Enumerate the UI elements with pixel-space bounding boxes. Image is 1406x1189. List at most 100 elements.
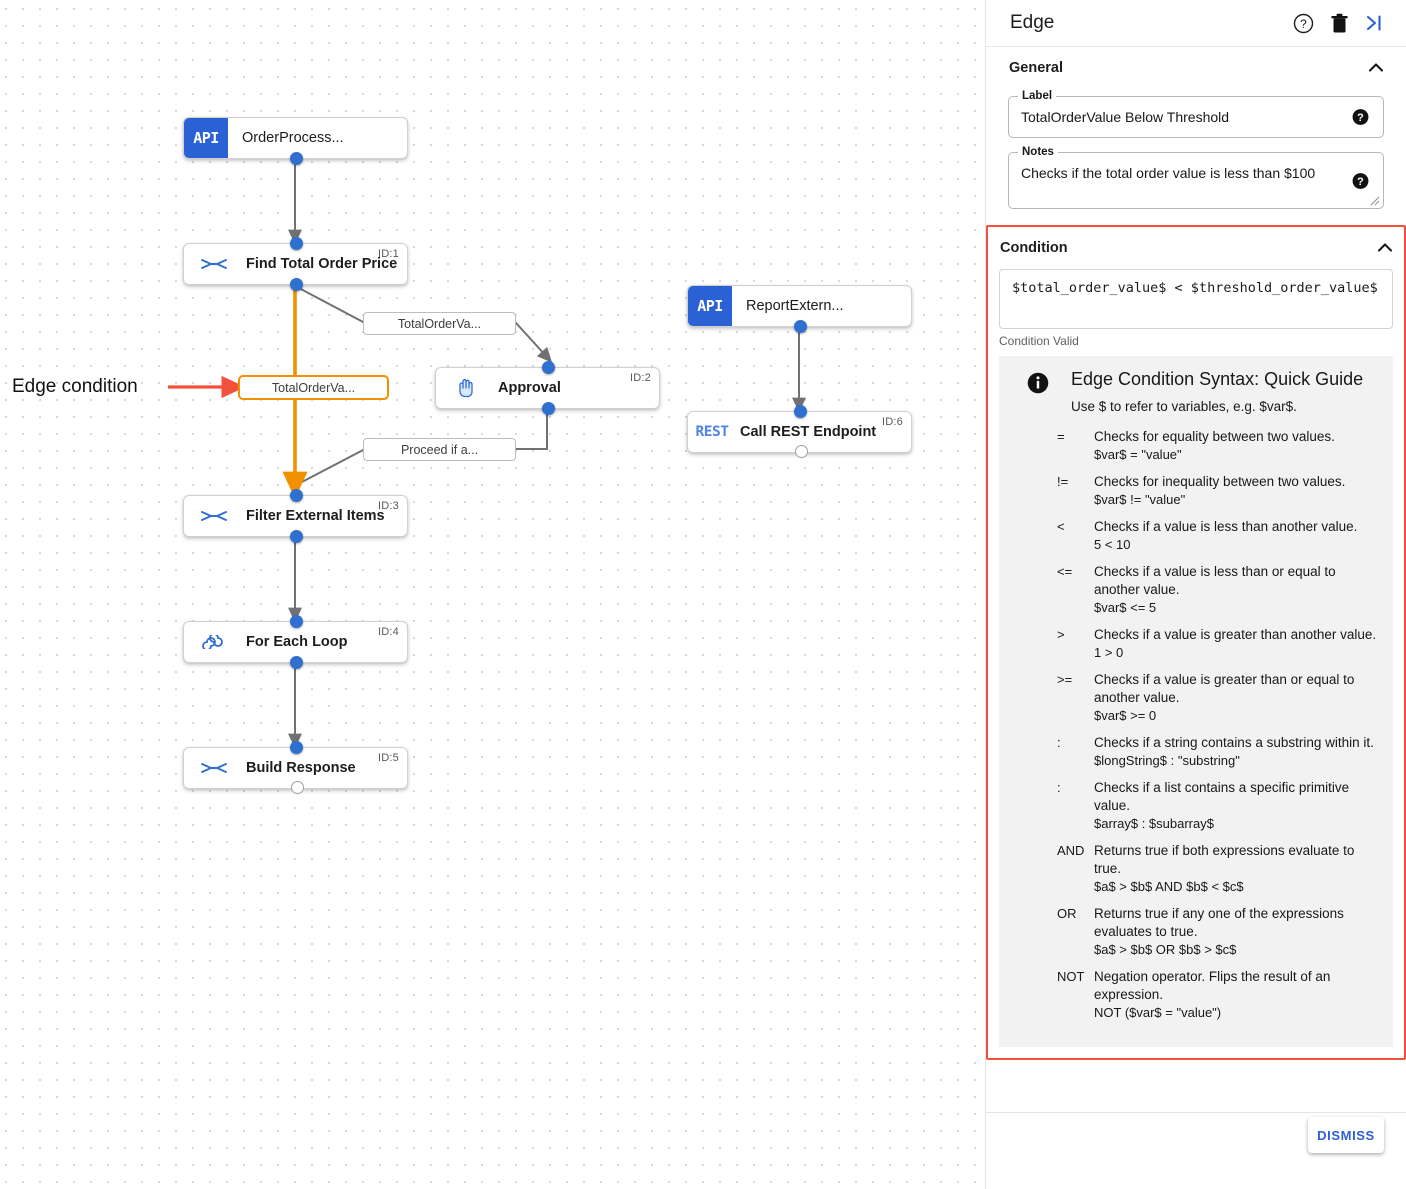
operator-description: Checks if a value is less than or equal …	[1094, 564, 1336, 597]
node-output-port[interactable]	[795, 445, 808, 458]
notes-field[interactable]: Notes Checks if the total order value is…	[1008, 146, 1384, 209]
node-title: ReportExtern...	[746, 298, 844, 314]
rest-badge-icon: REST	[688, 412, 736, 452]
loop-icon	[194, 635, 234, 649]
guide-subtitle: Use $ to refer to variables, e.g. $var$.	[1071, 399, 1297, 414]
operator-description: Checks if a list contains a specific pri…	[1094, 780, 1350, 813]
condition-section-header[interactable]: Condition	[988, 227, 1404, 269]
general-section-title: General	[1009, 60, 1063, 76]
operator-description-group: Checks if a string contains a substring …	[1094, 734, 1374, 770]
node-title: OrderProcess...	[242, 130, 344, 146]
resize-handle-icon[interactable]	[1369, 195, 1380, 206]
operator-symbol: >	[1057, 627, 1065, 642]
node-output-port[interactable]	[290, 278, 303, 291]
operator-example: $var$ = "value"	[1094, 447, 1182, 462]
operator-description: Returns true if any one of the expressio…	[1094, 906, 1344, 939]
node-input-port[interactable]	[290, 489, 303, 502]
node-id-badge: ID:3	[378, 500, 399, 512]
operator-description-group: Returns true if both expressions evaluat…	[1094, 842, 1379, 896]
node-find-total-order-price[interactable]: Find Total Order Price ID:1	[183, 237, 408, 291]
general-section: General Label TotalOrderValue Below Thre…	[986, 47, 1406, 209]
node-output-port[interactable]	[290, 530, 303, 543]
node-output-port[interactable]	[290, 656, 303, 669]
operator-description: Returns true if both expressions evaluat…	[1094, 843, 1355, 876]
chevron-up-icon[interactable]	[1376, 239, 1394, 257]
node-orderprocess[interactable]: API OrderProcess...	[183, 117, 408, 165]
operator-symbol: :	[1057, 735, 1061, 750]
node-output-port[interactable]	[794, 320, 807, 333]
page-title: Edge	[1010, 12, 1055, 33]
node-output-port[interactable]	[290, 152, 303, 165]
operator-symbol: =	[1057, 429, 1065, 444]
operator-description: Negation operator. Flips the result of a…	[1094, 969, 1331, 1002]
operator-row: > Checks if a value is greater than anoth…	[1057, 626, 1379, 662]
dismiss-button[interactable]: DISMISS	[1308, 1117, 1384, 1153]
edge-label-totalordervalue-top[interactable]: TotalOrderVa...	[363, 312, 516, 335]
guide-title: Edge Condition Syntax: Quick Guide	[1071, 369, 1364, 389]
operator-description: Checks if a value is less than another v…	[1094, 519, 1358, 534]
edge-connections-layer	[168, 160, 806, 749]
node-input-port[interactable]	[290, 741, 303, 754]
node-approval[interactable]: Approval ID:2	[435, 361, 660, 415]
help-circle-icon[interactable]: ?	[1352, 109, 1369, 126]
label-field-legend: Label	[1018, 90, 1057, 103]
notes-field-legend: Notes	[1018, 146, 1058, 159]
help-circle-icon[interactable]: ?	[1352, 172, 1369, 189]
svg-text:?: ?	[1357, 112, 1364, 124]
node-filter-external-items[interactable]: Filter External Items ID:3	[183, 489, 408, 543]
operator-row: <=Checks if a value is less than or equa…	[1057, 563, 1379, 617]
node-for-each-loop[interactable]: For Each Loop ID:4	[183, 615, 408, 669]
node-title: Find Total Order Price	[246, 256, 398, 272]
operator-symbol: NOT	[1057, 969, 1085, 984]
edge-label-proceed-if[interactable]: Proceed if a...	[363, 438, 516, 461]
condition-status-text: Condition Valid	[999, 334, 1079, 348]
info-icon	[1027, 372, 1049, 394]
node-reportextern[interactable]: API ReportExtern...	[687, 285, 912, 333]
edge-label-totalordervalue-selected[interactable]: TotalOrderVa...	[238, 375, 389, 400]
operator-example: 1 > 0	[1094, 645, 1124, 660]
operator-description: Checks if a value is greater than anothe…	[1094, 627, 1377, 642]
operator-example: $a$ > $b$ OR $b$ > $c$	[1094, 942, 1237, 957]
node-id-badge: ID:2	[630, 372, 651, 384]
annotation-label: Edge condition	[12, 376, 138, 397]
operator-row: NOT Negation operator. Flips the result o…	[1057, 968, 1379, 1022]
operator-description-group: Checks for inequality between two values…	[1094, 473, 1345, 509]
operator-description-group: Checks if a value is greater than or equ…	[1094, 671, 1379, 725]
operator-symbol: <	[1057, 519, 1065, 534]
label-field[interactable]: Label TotalOrderValue Below Threshold ?	[1008, 90, 1384, 138]
api-badge-icon: API	[688, 286, 732, 326]
condition-section-title: Condition	[1000, 240, 1068, 256]
notes-field-value[interactable]: Checks if the total order value is less …	[1021, 165, 1316, 181]
node-input-port[interactable]	[794, 405, 807, 418]
operator-row: !=Checks for inequality between two valu…	[1057, 473, 1379, 509]
collapse-panel-icon[interactable]	[1360, 8, 1390, 38]
condition-expression-input[interactable]: $total_order_value$ < $threshold_order_v…	[999, 269, 1393, 329]
node-call-rest-endpoint[interactable]: REST Call REST Endpoint ID:6	[687, 405, 912, 458]
node-title: Filter External Items	[246, 508, 385, 524]
hand-icon	[446, 378, 486, 399]
chevron-up-icon[interactable]	[1367, 59, 1385, 77]
svg-text:?: ?	[1357, 175, 1364, 187]
label-field-value[interactable]: TotalOrderValue Below Threshold	[1021, 109, 1230, 125]
help-icon[interactable]: ?	[1288, 8, 1318, 38]
svg-text:?: ?	[1300, 17, 1307, 31]
node-output-port[interactable]	[291, 781, 304, 794]
operator-row: = Checks for equality between two values.…	[1057, 428, 1379, 464]
operator-example: $a$ > $b$ AND $b$ < $c$	[1094, 879, 1244, 894]
node-input-port[interactable]	[542, 361, 555, 374]
node-input-port[interactable]	[290, 237, 303, 250]
node-input-port[interactable]	[290, 615, 303, 628]
operator-description: Checks for inequality between two values…	[1094, 474, 1346, 489]
node-build-response[interactable]: Build Response ID:5	[183, 741, 408, 794]
operator-example: NOT ($var$ = "value")	[1094, 1005, 1222, 1020]
edge-properties-panel: Edge ?	[985, 0, 1406, 1189]
merge-arrows-icon	[194, 761, 234, 775]
operator-description: Checks for equality between two values.	[1094, 429, 1335, 444]
general-section-header[interactable]: General	[997, 47, 1395, 89]
operator-row: : Checks if a string contains a substring…	[1057, 734, 1379, 770]
workflow-canvas[interactable]: Edge condition API OrderProcess... Find …	[0, 0, 985, 1189]
node-output-port[interactable]	[542, 402, 555, 415]
operator-example: $var$ != "value"	[1094, 492, 1186, 507]
delete-icon[interactable]	[1324, 8, 1354, 38]
